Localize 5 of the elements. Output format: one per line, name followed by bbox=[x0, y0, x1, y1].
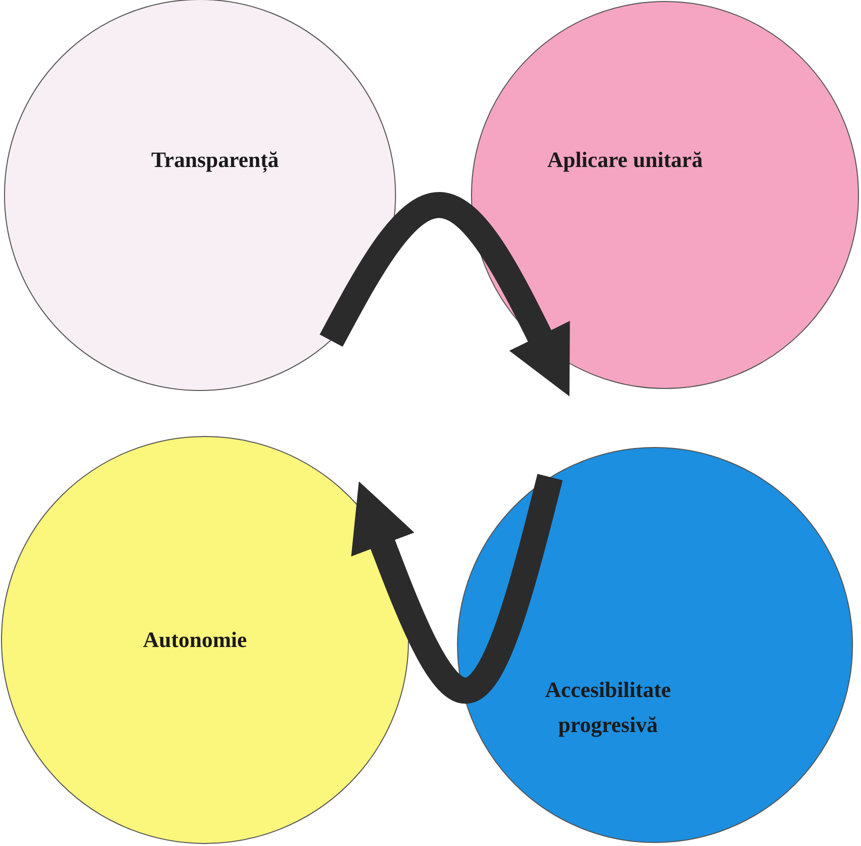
curved-arrow bbox=[320, 192, 570, 396]
node-label: Accesibilitate progresivă bbox=[544, 676, 672, 740]
node-label: Aplicare unitară bbox=[546, 146, 704, 174]
node-label: Transparență bbox=[150, 146, 280, 174]
node-label: Autonomie bbox=[142, 626, 248, 654]
